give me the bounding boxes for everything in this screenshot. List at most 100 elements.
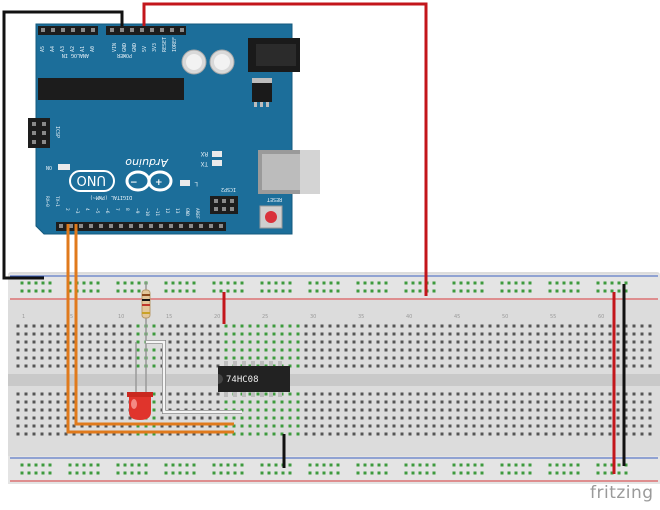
- terminal-hole: [152, 324, 156, 328]
- terminal-hole: [40, 348, 44, 352]
- terminal-hole: [648, 364, 652, 368]
- terminal-hole: [440, 348, 444, 352]
- reset-button-cap[interactable]: [265, 211, 277, 223]
- terminal-hole: [40, 432, 44, 436]
- terminal-hole: [616, 364, 620, 368]
- terminal-hole: [416, 324, 420, 328]
- terminal-hole: [472, 356, 476, 360]
- rail-hole: [288, 471, 292, 475]
- terminal-hole: [560, 432, 564, 436]
- terminal-hole: [496, 400, 500, 404]
- breadboard-holes: [16, 281, 652, 475]
- pin-label: 2: [64, 208, 70, 211]
- terminal-hole: [208, 348, 212, 352]
- terminal-hole: [16, 392, 20, 396]
- terminal-hole: [400, 348, 404, 352]
- terminal-hole: [584, 364, 588, 368]
- chip-leg: [278, 361, 282, 367]
- terminal-hole: [312, 416, 316, 420]
- terminal-hole: [552, 348, 556, 352]
- tx-led: [212, 160, 222, 166]
- terminal-hole: [496, 332, 500, 336]
- rail-hole: [116, 471, 120, 475]
- terminal-hole: [504, 332, 508, 336]
- fritzing-watermark: fritzing: [590, 483, 654, 503]
- terminal-hole: [200, 392, 204, 396]
- terminal-hole: [456, 400, 460, 404]
- terminal-hole: [256, 392, 260, 396]
- terminal-hole: [16, 432, 20, 436]
- terminal-hole: [528, 400, 532, 404]
- rail-hole: [548, 289, 552, 293]
- terminal-hole: [232, 424, 236, 428]
- rail-hole: [356, 463, 360, 467]
- terminal-hole: [56, 340, 60, 344]
- pin-label: ~5: [94, 208, 100, 214]
- terminal-hole: [432, 400, 436, 404]
- terminal-hole: [264, 348, 268, 352]
- terminal-hole: [352, 432, 356, 436]
- terminal-hole: [200, 356, 204, 360]
- terminal-hole: [400, 356, 404, 360]
- chip-notch: [218, 374, 223, 384]
- terminal-hole: [232, 400, 236, 404]
- terminal-hole: [584, 432, 588, 436]
- terminal-hole: [528, 424, 532, 428]
- terminal-hole: [400, 332, 404, 336]
- terminal-hole: [64, 348, 68, 352]
- terminal-hole: [424, 408, 428, 412]
- terminal-hole: [512, 356, 516, 360]
- terminal-hole: [600, 400, 604, 404]
- pin-label: 7: [114, 208, 120, 211]
- terminal-hole: [624, 392, 628, 396]
- terminal-hole: [192, 392, 196, 396]
- rail-hole: [521, 281, 525, 285]
- terminal-hole: [336, 356, 340, 360]
- terminal-hole: [64, 416, 68, 420]
- rail-hole: [473, 289, 477, 293]
- terminal-hole: [168, 324, 172, 328]
- terminal-hole: [360, 332, 364, 336]
- analog-in-label: ANALOG IN: [62, 52, 89, 58]
- terminal-hole: [96, 348, 100, 352]
- rail-hole: [384, 281, 388, 285]
- breadboard: 1 5 10 15 20 25 30 35 40 45 50 55 60: [8, 272, 660, 484]
- terminal-hole: [616, 356, 620, 360]
- tx-label: TX: [200, 160, 208, 167]
- terminal-hole: [32, 392, 36, 396]
- terminal-hole: [304, 324, 308, 328]
- terminal-hole: [320, 332, 324, 336]
- terminal-hole: [80, 340, 84, 344]
- terminal-hole: [232, 416, 236, 420]
- usb-port-face: [300, 150, 320, 194]
- terminal-hole: [640, 400, 644, 404]
- pin-label: TX→1: [54, 196, 60, 207]
- terminal-hole: [176, 324, 180, 328]
- terminal-hole: [384, 432, 388, 436]
- terminal-hole: [112, 416, 116, 420]
- terminal-hole: [104, 348, 108, 352]
- terminal-hole: [608, 332, 612, 336]
- terminal-hole: [376, 364, 380, 368]
- terminal-hole: [368, 408, 372, 412]
- rail-hole: [617, 471, 621, 475]
- header-pin: [91, 28, 95, 32]
- terminal-hole: [272, 356, 276, 360]
- rail-hole: [418, 463, 422, 467]
- terminal-hole: [584, 348, 588, 352]
- terminal-hole: [336, 432, 340, 436]
- terminal-hole: [360, 324, 364, 328]
- terminal-hole: [448, 340, 452, 344]
- terminal-hole: [120, 424, 124, 428]
- terminal-hole: [616, 424, 620, 428]
- terminal-hole: [344, 364, 348, 368]
- rail-hole: [185, 289, 189, 293]
- rail-hole: [329, 463, 333, 467]
- terminal-hole: [576, 364, 580, 368]
- terminal-hole: [248, 392, 252, 396]
- pin-label: 8: [124, 208, 130, 211]
- rail-hole: [171, 463, 175, 467]
- regulator-leg: [260, 102, 263, 107]
- terminal-hole: [384, 424, 388, 428]
- terminal-hole: [352, 340, 356, 344]
